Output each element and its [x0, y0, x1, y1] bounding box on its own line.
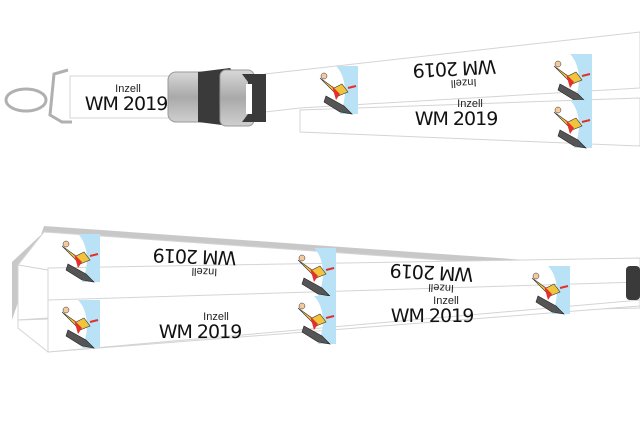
strap-lower-band — [47, 281, 640, 353]
print-city: Inzell — [191, 265, 217, 278]
buckle-clip — [626, 266, 640, 300]
print-city: Inzell — [451, 76, 477, 89]
print-title: WM 2019 — [391, 305, 474, 327]
print-title: WM 2019 — [85, 93, 168, 115]
strap-fold — [17, 264, 49, 321]
top-lanyard: Inzell WM 2019 Inzell WM 2019 Inzell WM … — [4, 31, 640, 149]
print-city: Inzell — [433, 295, 459, 307]
print-title: WM 2019 — [153, 244, 236, 269]
bottom-lanyard: Inzell WM 2019 Inzell WM 2019 Inzell WM … — [12, 226, 640, 353]
print-city: Inzell — [203, 311, 229, 323]
print-title: WM 2019 — [390, 259, 474, 285]
print-title: WM 2019 — [159, 321, 242, 343]
print-title: WM 2019 — [415, 108, 498, 130]
print-city: Inzell — [115, 83, 141, 95]
split-ring — [4, 68, 72, 124]
print-city: Inzell — [428, 281, 454, 294]
print-title: WM 2019 — [413, 55, 497, 81]
buckle — [167, 68, 266, 127]
print-city: Inzell — [457, 98, 483, 110]
